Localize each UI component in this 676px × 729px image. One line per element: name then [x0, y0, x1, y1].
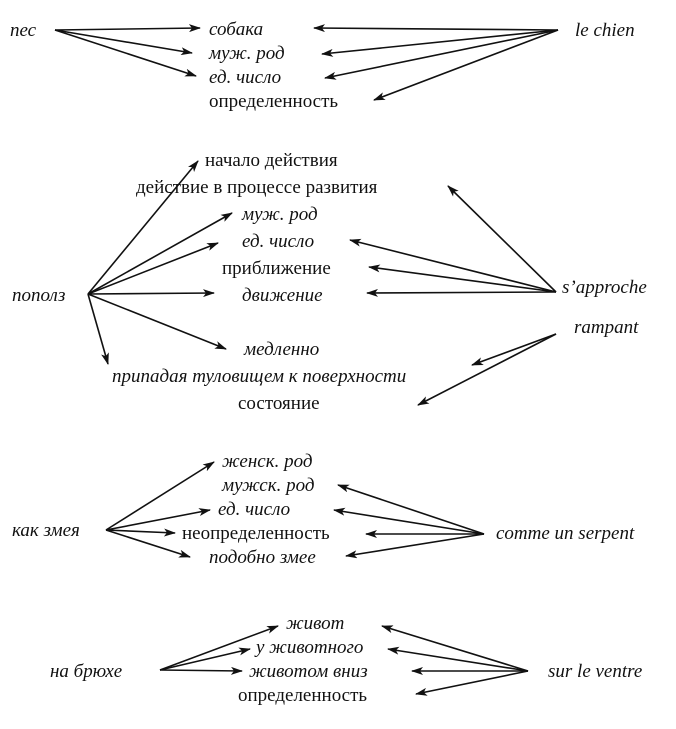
source-word: на брюхе	[50, 661, 122, 682]
mapping-arrow	[87, 293, 227, 350]
target-word: comme un serpent	[496, 523, 635, 544]
feature-label: припадая туловищем к поверхности	[112, 366, 406, 387]
group-1: пес le chien собака муж. род ед. число о…	[10, 19, 635, 112]
mapping-arrow	[345, 533, 485, 559]
feature-label: приближение	[222, 258, 331, 279]
mapping-arrow	[159, 625, 279, 671]
feature-label: определенность	[238, 685, 367, 706]
group-4: на брюхе sur le ventre живот у животного…	[50, 613, 642, 706]
group-2: пополз s’approche rampant начало действи…	[12, 150, 647, 414]
source-word: пес	[10, 20, 37, 41]
feature-label: у животного	[254, 637, 363, 658]
source-word: пополз	[12, 285, 65, 306]
target-word: rampant	[574, 317, 639, 338]
mapping-arrow	[159, 666, 243, 675]
mapping-arrow	[54, 24, 201, 33]
feature-label: животом вниз	[249, 661, 368, 682]
target-word: sur le ventre	[548, 661, 642, 682]
mapping-arrow	[366, 288, 557, 297]
mapping-arrow	[321, 29, 559, 57]
feature-label: ед. число	[218, 499, 290, 520]
feature-label: состояние	[238, 393, 320, 414]
mapping-arrow	[105, 508, 211, 531]
feature-label: ед. число	[209, 67, 281, 88]
target-word: s’approche	[562, 277, 647, 298]
mapping-arrow	[159, 647, 251, 671]
mapping-arrow	[415, 670, 529, 696]
feature-label: муж. род	[241, 204, 318, 225]
mapping-arrow	[387, 646, 529, 672]
feature-label: определенность	[209, 91, 338, 112]
mapping-arrow	[105, 529, 191, 558]
mapping-arrow	[373, 29, 559, 101]
feature-label: мужск. род	[221, 475, 314, 496]
mapping-arrow	[368, 264, 557, 293]
mapping-arrow	[313, 24, 559, 33]
feature-label: медленно	[243, 339, 319, 360]
feature-label: начало действия	[205, 150, 338, 171]
target-word: le chien	[575, 20, 635, 41]
mapping-arrow	[417, 333, 557, 406]
mapping-arrow	[105, 528, 176, 537]
mapping-arrow	[87, 289, 215, 298]
mapping-arrow	[333, 507, 485, 535]
feature-label: живот	[286, 613, 344, 634]
group-3: как змея comme un serpent женск. род муж…	[12, 451, 635, 568]
feature-label: ед. число	[242, 231, 314, 252]
feature-label: неопределенность	[182, 523, 330, 544]
mapping-arrow	[54, 29, 193, 56]
mapping-arrow	[87, 160, 199, 295]
mapping-arrow	[87, 212, 233, 295]
feature-label: движение	[242, 285, 323, 306]
mapping-arrow	[447, 185, 557, 293]
source-word: как змея	[12, 520, 80, 541]
mapping-arrow	[324, 29, 559, 80]
mapping-arrow	[54, 29, 197, 77]
mapping-arrow	[87, 293, 109, 365]
mapping-arrow	[87, 242, 219, 295]
feature-label: женск. род	[222, 451, 312, 472]
feature-label: действие в процессе развития	[136, 177, 378, 198]
feature-label: собака	[209, 19, 263, 40]
mapping-arrow	[105, 461, 215, 531]
feature-label: подобно змее	[209, 547, 316, 568]
mapping-arrow	[349, 238, 557, 293]
mapping-arrow	[337, 484, 485, 535]
mapping-arrow	[381, 625, 529, 672]
feature-label: муж. род	[208, 43, 285, 64]
mapping-arrow	[471, 333, 557, 366]
